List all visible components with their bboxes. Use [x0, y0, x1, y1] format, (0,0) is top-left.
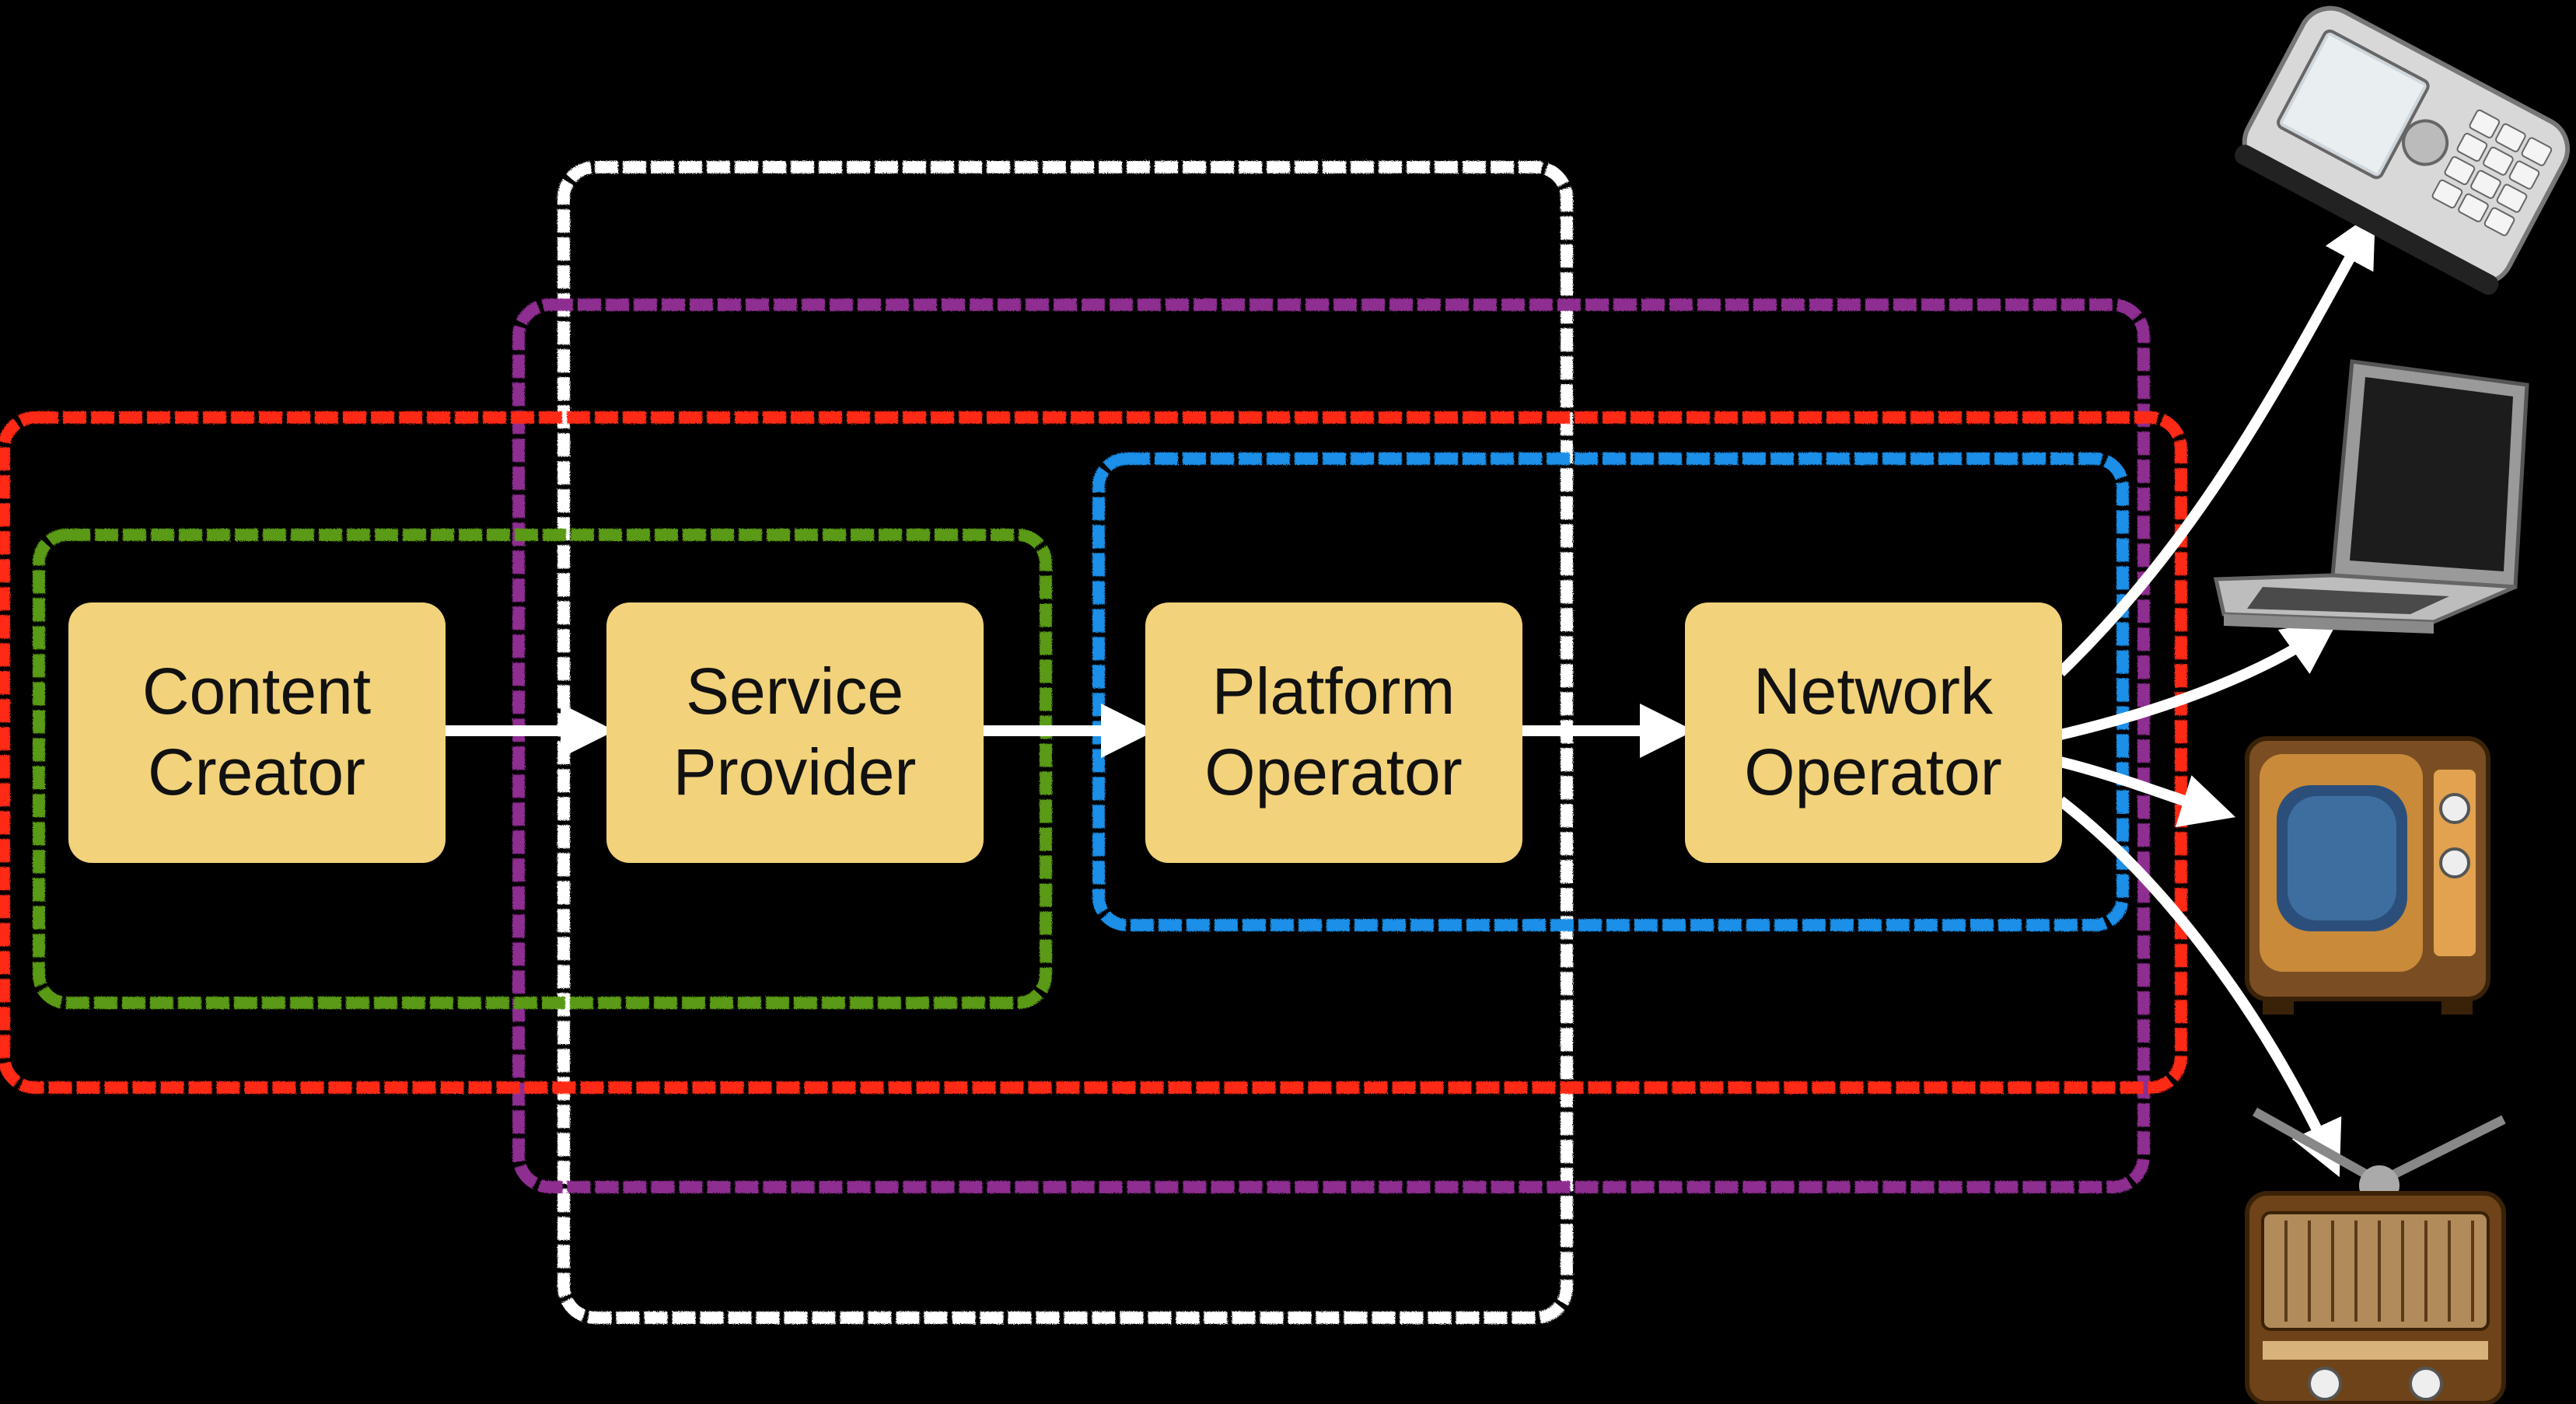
- arrow-to-phone: [2057, 211, 2376, 677]
- service-provider-line2: Provider: [673, 735, 917, 809]
- content-creator-box: Content Creator: [68, 602, 446, 863]
- laptop-icon: [2213, 359, 2529, 634]
- content-creator-line2: Creator: [148, 735, 365, 809]
- network-operator-line1: Network: [1753, 655, 1994, 728]
- service-provider-line1: Service: [686, 655, 904, 728]
- platform-operator-box: Platform Operator: [1145, 602, 1522, 863]
- arrow-to-laptop: [2059, 620, 2339, 740]
- radio-icon: [2245, 1107, 2506, 1404]
- content-creator-line1: Content: [142, 655, 371, 728]
- service-provider-box: Service Provider: [606, 602, 984, 863]
- platform-operator-line1: Platform: [1212, 655, 1456, 728]
- mobile-phone-icon: [2235, 5, 2571, 295]
- group-outline-green: [33, 529, 1052, 1009]
- value-chain-boxes: Content Creator Service Provider Platfor…: [68, 602, 2062, 863]
- platform-operator-line2: Operator: [1204, 735, 1463, 809]
- arrow-to-tv: [2059, 756, 2236, 828]
- network-operator-box: Network Operator: [1685, 602, 2062, 863]
- group-outline-red: [0, 411, 2187, 1094]
- television-icon: [2245, 736, 2490, 1015]
- group-outline-blue: [1092, 452, 2129, 931]
- arrow-to-radio: [2057, 796, 2342, 1178]
- group-outline-purple: [512, 299, 2150, 1193]
- network-operator-line2: Operator: [1744, 735, 2002, 809]
